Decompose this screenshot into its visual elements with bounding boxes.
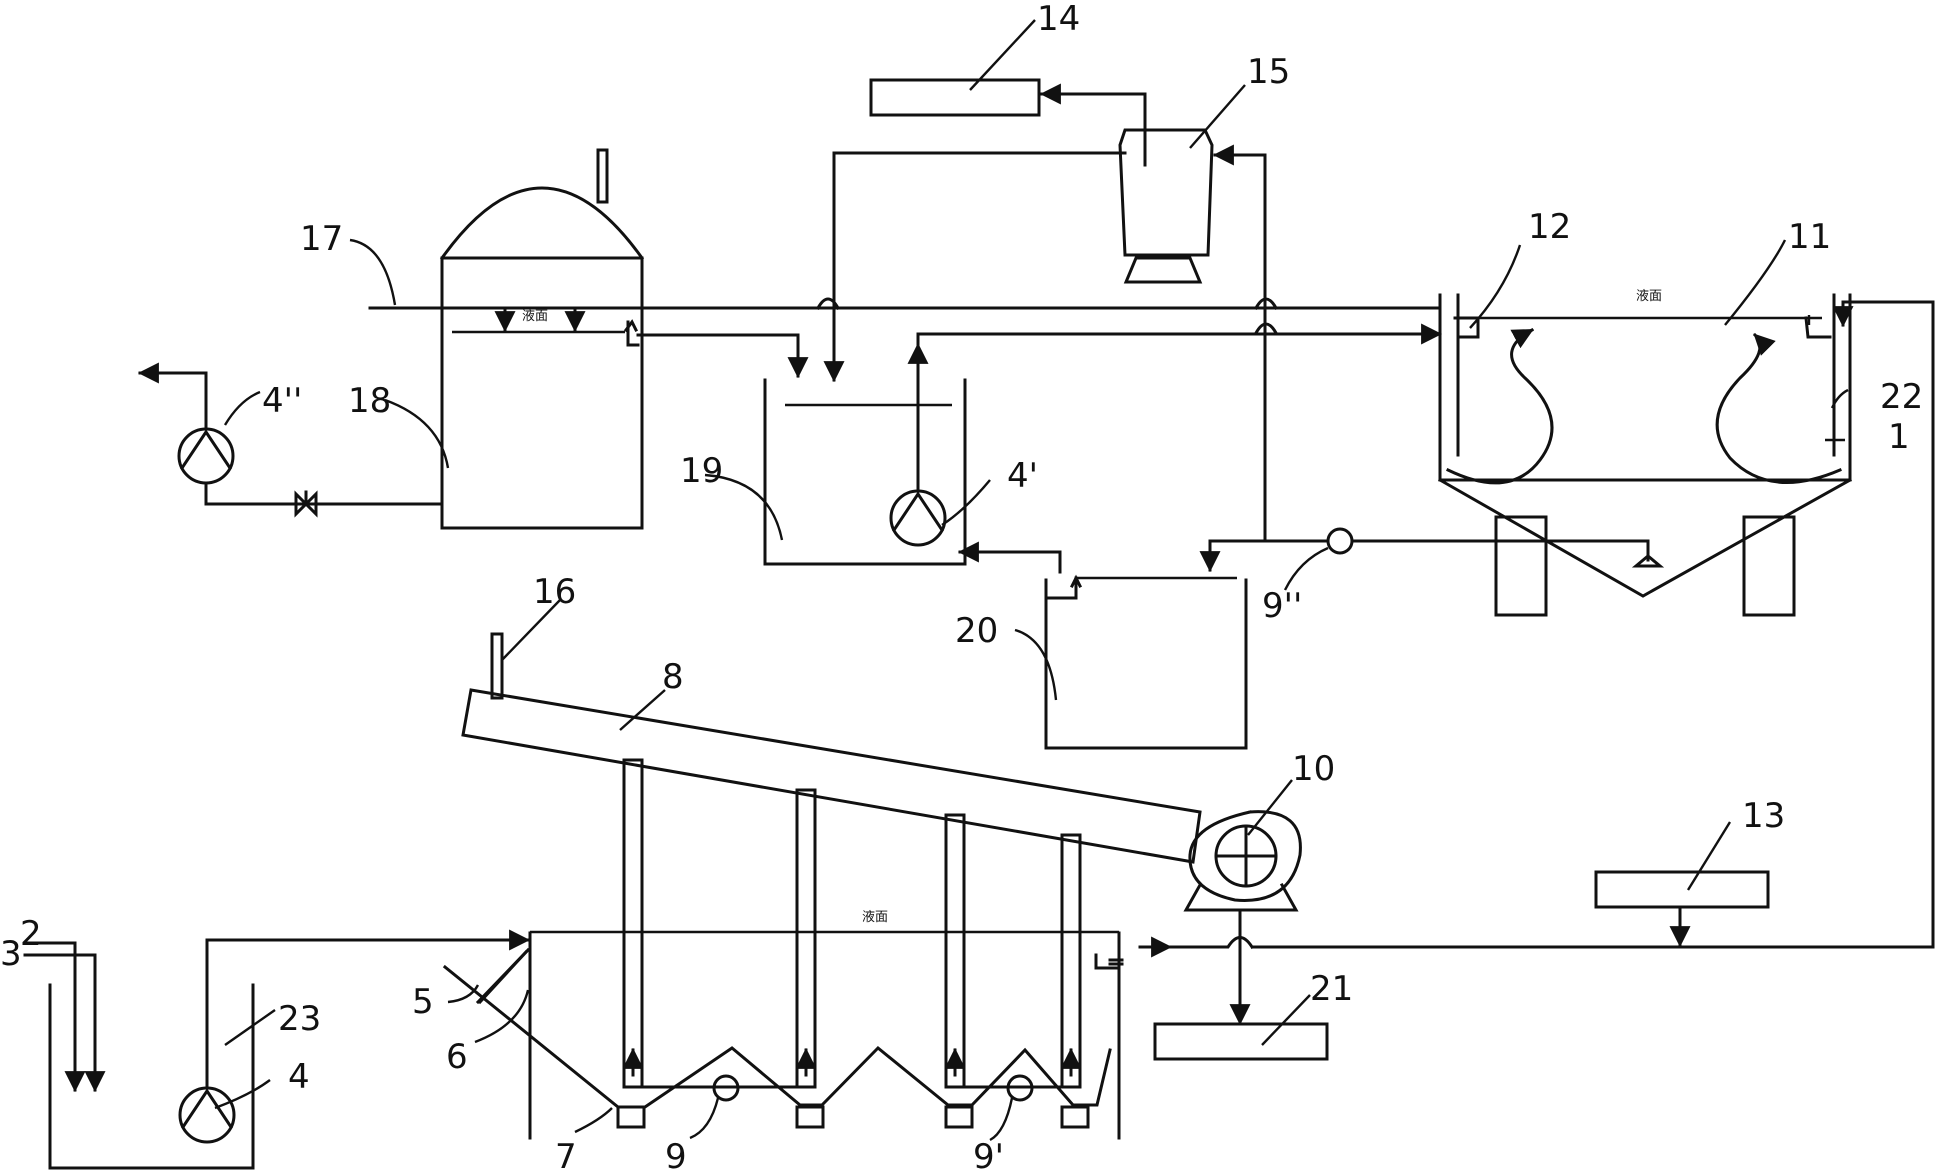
pipe-20-to-19	[957, 541, 1062, 574]
liquid-surface-label-18: 液面	[522, 309, 548, 324]
liquid-surface-label-main: 液面	[862, 910, 888, 925]
label-20: 20	[955, 611, 998, 651]
label-14: 14	[1037, 0, 1080, 39]
fan-10	[1183, 810, 1302, 912]
label-6: 6	[446, 1037, 468, 1077]
unit-15-separator	[1118, 128, 1214, 284]
label-1: 1	[1888, 417, 1910, 457]
pipe-9pp-to-11	[1350, 539, 1650, 562]
label-4pp: 4''	[262, 381, 302, 421]
valve-9pp	[1326, 527, 1354, 555]
pipe-18-to-19	[636, 333, 809, 379]
pump-4	[178, 1086, 236, 1144]
unit-21-box	[1153, 1022, 1329, 1061]
label-10: 10	[1292, 749, 1335, 789]
unit-14-box	[869, 78, 1041, 117]
label-12: 12	[1528, 207, 1571, 247]
pump-4pp	[177, 427, 235, 485]
label-17: 17	[300, 219, 343, 259]
flotation-tank	[442, 930, 1124, 1140]
tank-23	[48, 983, 255, 1170]
pipe-15-to-19	[823, 151, 1127, 383]
tank-19	[763, 378, 967, 566]
pipe-to-15	[1212, 144, 1267, 543]
pipe-18-outlet	[204, 481, 444, 506]
inlet-2	[23, 953, 106, 1093]
pipe-15-to-14	[1039, 83, 1147, 132]
vent-16	[490, 632, 504, 700]
valve-9p	[1006, 1074, 1034, 1102]
pump-4p	[889, 489, 947, 547]
label-4p: 4'	[1007, 456, 1038, 496]
label-22: 22	[1880, 377, 1923, 417]
leader-lines	[214, 19, 1849, 1142]
label-9p: 9'	[973, 1137, 1004, 1172]
label-9: 9	[665, 1137, 687, 1172]
tank-20	[1044, 574, 1248, 750]
weir-12	[1453, 316, 1480, 339]
label-16: 16	[533, 572, 576, 612]
label-19: 19	[680, 451, 723, 491]
valve	[294, 490, 318, 518]
label-23: 23	[278, 999, 321, 1039]
label-13: 13	[1742, 796, 1785, 836]
label-3: 3	[0, 934, 22, 974]
pipe-11-return	[1252, 300, 1935, 949]
inlet-3	[23, 941, 86, 1093]
label-9pp: 9''	[1262, 586, 1302, 626]
label-2: 2	[20, 914, 42, 954]
hood-8	[461, 632, 1202, 1089]
label-18: 18	[348, 381, 391, 421]
pipe-4pp-out	[137, 362, 208, 431]
valve-9	[712, 1074, 740, 1102]
label-11: 11	[1788, 217, 1831, 257]
liquid-surface-label-11: 液面	[1636, 289, 1662, 304]
tank-18	[439, 148, 645, 530]
label-7: 7	[555, 1137, 577, 1172]
label-8: 8	[662, 657, 684, 697]
pipe-4-to-tank	[205, 938, 450, 1090]
pipe-crossing-humps	[815, 297, 1279, 336]
label-5: 5	[412, 982, 434, 1022]
label-15: 15	[1247, 52, 1290, 92]
unit-13-box	[1594, 870, 1770, 909]
label-4: 4	[288, 1057, 310, 1097]
label-21: 21	[1310, 969, 1353, 1009]
pipe-outlet-crossing	[1168, 936, 1255, 950]
